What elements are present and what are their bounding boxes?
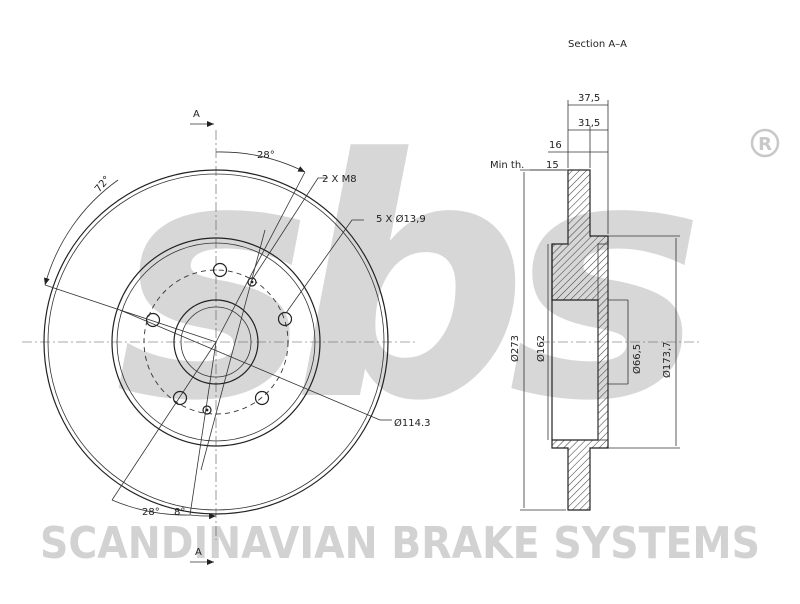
wheel-bolt-holes [145,262,293,406]
hole-callout: 5 X Ø13,9 [376,213,426,225]
dim-total-height: 37,5 [578,93,600,104]
leader-holes [285,219,364,314]
section-letter-bottom: A [195,547,202,558]
angle-bottom-left-label: 28° [142,507,160,518]
min-thickness-value: 15 [546,160,559,171]
front-view: 28° 72° 28° 8° 2 X M8 5 X Ø13,9 Ø114.3 A… [22,109,431,565]
pcd-leader-line [119,309,381,421]
angle-ray-bottom-right [189,341,217,516]
section-marker-bottom: A [190,547,214,565]
angle-left-label: 72° [93,174,113,195]
dim-thickness: 16 [549,140,562,151]
dia-inner-label: Ø173,7 [661,342,673,379]
hat-outer-step [116,242,316,442]
angle-ray-top [215,171,306,343]
section-title: Section A–A [568,39,627,50]
thread-callout: 2 X M8 [322,174,357,185]
registered-mark-circle [750,128,780,158]
section-letter-top: A [193,109,200,120]
bolt-hole [212,262,228,278]
angle-ray-bottom-left [111,341,217,501]
angle-ray-left [44,284,217,343]
section-marker-top: A [190,109,214,127]
sbs-logo-text: sbs [115,89,693,473]
bolt-hole [172,390,188,406]
angle-arc-bottom [111,499,191,516]
bolt-hole [145,312,161,328]
dia-bore-label: Ø66,5 [631,344,643,374]
dia-hat-label: Ø162 [535,335,547,362]
hat-outer-edge [111,237,321,447]
angle-arc-bottom-small [189,513,217,520]
angle-arc-left [43,179,119,286]
center-bore-inner [180,306,252,378]
section-view: Section A–A 37,5 31,5 16 Min th. 15 Ø273… [490,39,700,511]
center-bore-outer [173,299,259,385]
leader-threads [251,177,328,281]
threaded-axis-line [200,229,266,471]
angle-arc-top [215,151,306,173]
bolt-hole [254,390,270,406]
bolt-hole [277,311,293,327]
disc-outer-chamfer [47,173,385,511]
disc-outer-edge [43,169,389,515]
threaded-holes [202,277,257,415]
pcd-callout: Ø114.3 [394,417,431,429]
sbs-watermark: sbs R SCANDINAVIAN BRAKE SYSTEMS [40,89,780,569]
brand-tagline: SCANDINAVIAN BRAKE SYSTEMS [40,518,760,569]
registered-mark: R [758,134,772,155]
dia-outer-label: Ø273 [509,335,521,362]
hat-wall-outline [597,243,609,441]
dim-hat-height: 31,5 [578,118,600,129]
angle-bottom-right-label: 8° [174,507,185,518]
angle-top-label: 28° [257,150,275,161]
thread-hole-center [205,408,209,412]
min-thickness-label: Min th. [490,160,524,171]
